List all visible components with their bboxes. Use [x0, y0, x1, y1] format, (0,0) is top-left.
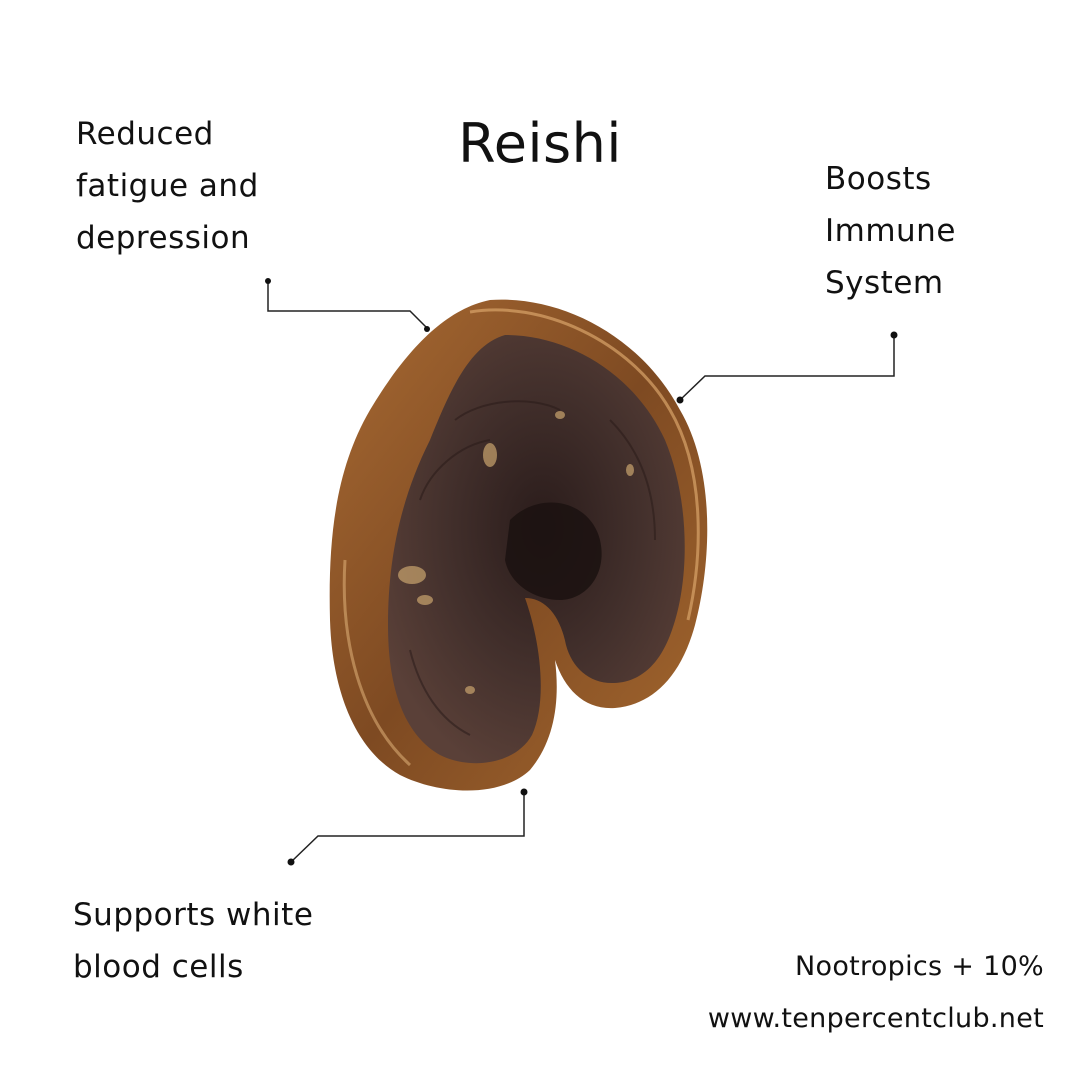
- callout-immune-label: Boosts Immune System: [825, 153, 956, 309]
- callout-dot-white-cells-end: [287, 858, 295, 866]
- callout-fatigue-line-2: fatigue and: [76, 168, 259, 204]
- callout-fatigue-line-3: depression: [76, 220, 251, 256]
- callout-fatigue-label: Reduced fatigue and depression: [76, 108, 259, 264]
- callout-white-cells-line-2: blood cells: [73, 949, 244, 985]
- mushroom-texture: [398, 411, 634, 694]
- callout-immune-line-2: Immune: [825, 213, 956, 249]
- callout-dot-fatigue-start: [265, 278, 271, 284]
- callout-connector-immune: [679, 335, 895, 401]
- footer-brand: Nootropics + 10%: [795, 951, 1044, 982]
- callout-fatigue-line-1: Reduced: [76, 116, 214, 152]
- callout-white-cells-label: Supports white blood cells: [73, 889, 313, 993]
- callout-immune-line-1: Boosts: [825, 161, 932, 197]
- callout-dot-fatigue-end: [424, 326, 430, 332]
- callout-white-cells-line-1: Supports white: [73, 897, 314, 933]
- callout-connector-white-cells: [290, 792, 525, 863]
- mushroom-rim-highlight: [469, 308, 700, 621]
- callout-connector-fatigue: [267, 281, 428, 329]
- callout-dot-white-cells-start: [520, 788, 528, 796]
- footer-url[interactable]: www.tenpercentclub.net: [707, 1003, 1044, 1034]
- reishi-mushroom-image: [329, 299, 708, 791]
- page-title: Reishi: [458, 112, 622, 175]
- callout-immune-line-3: System: [825, 265, 944, 301]
- callout-dot-immune-start: [890, 331, 898, 339]
- callout-dot-immune-end: [676, 396, 684, 404]
- mushroom-hollow: [505, 502, 602, 600]
